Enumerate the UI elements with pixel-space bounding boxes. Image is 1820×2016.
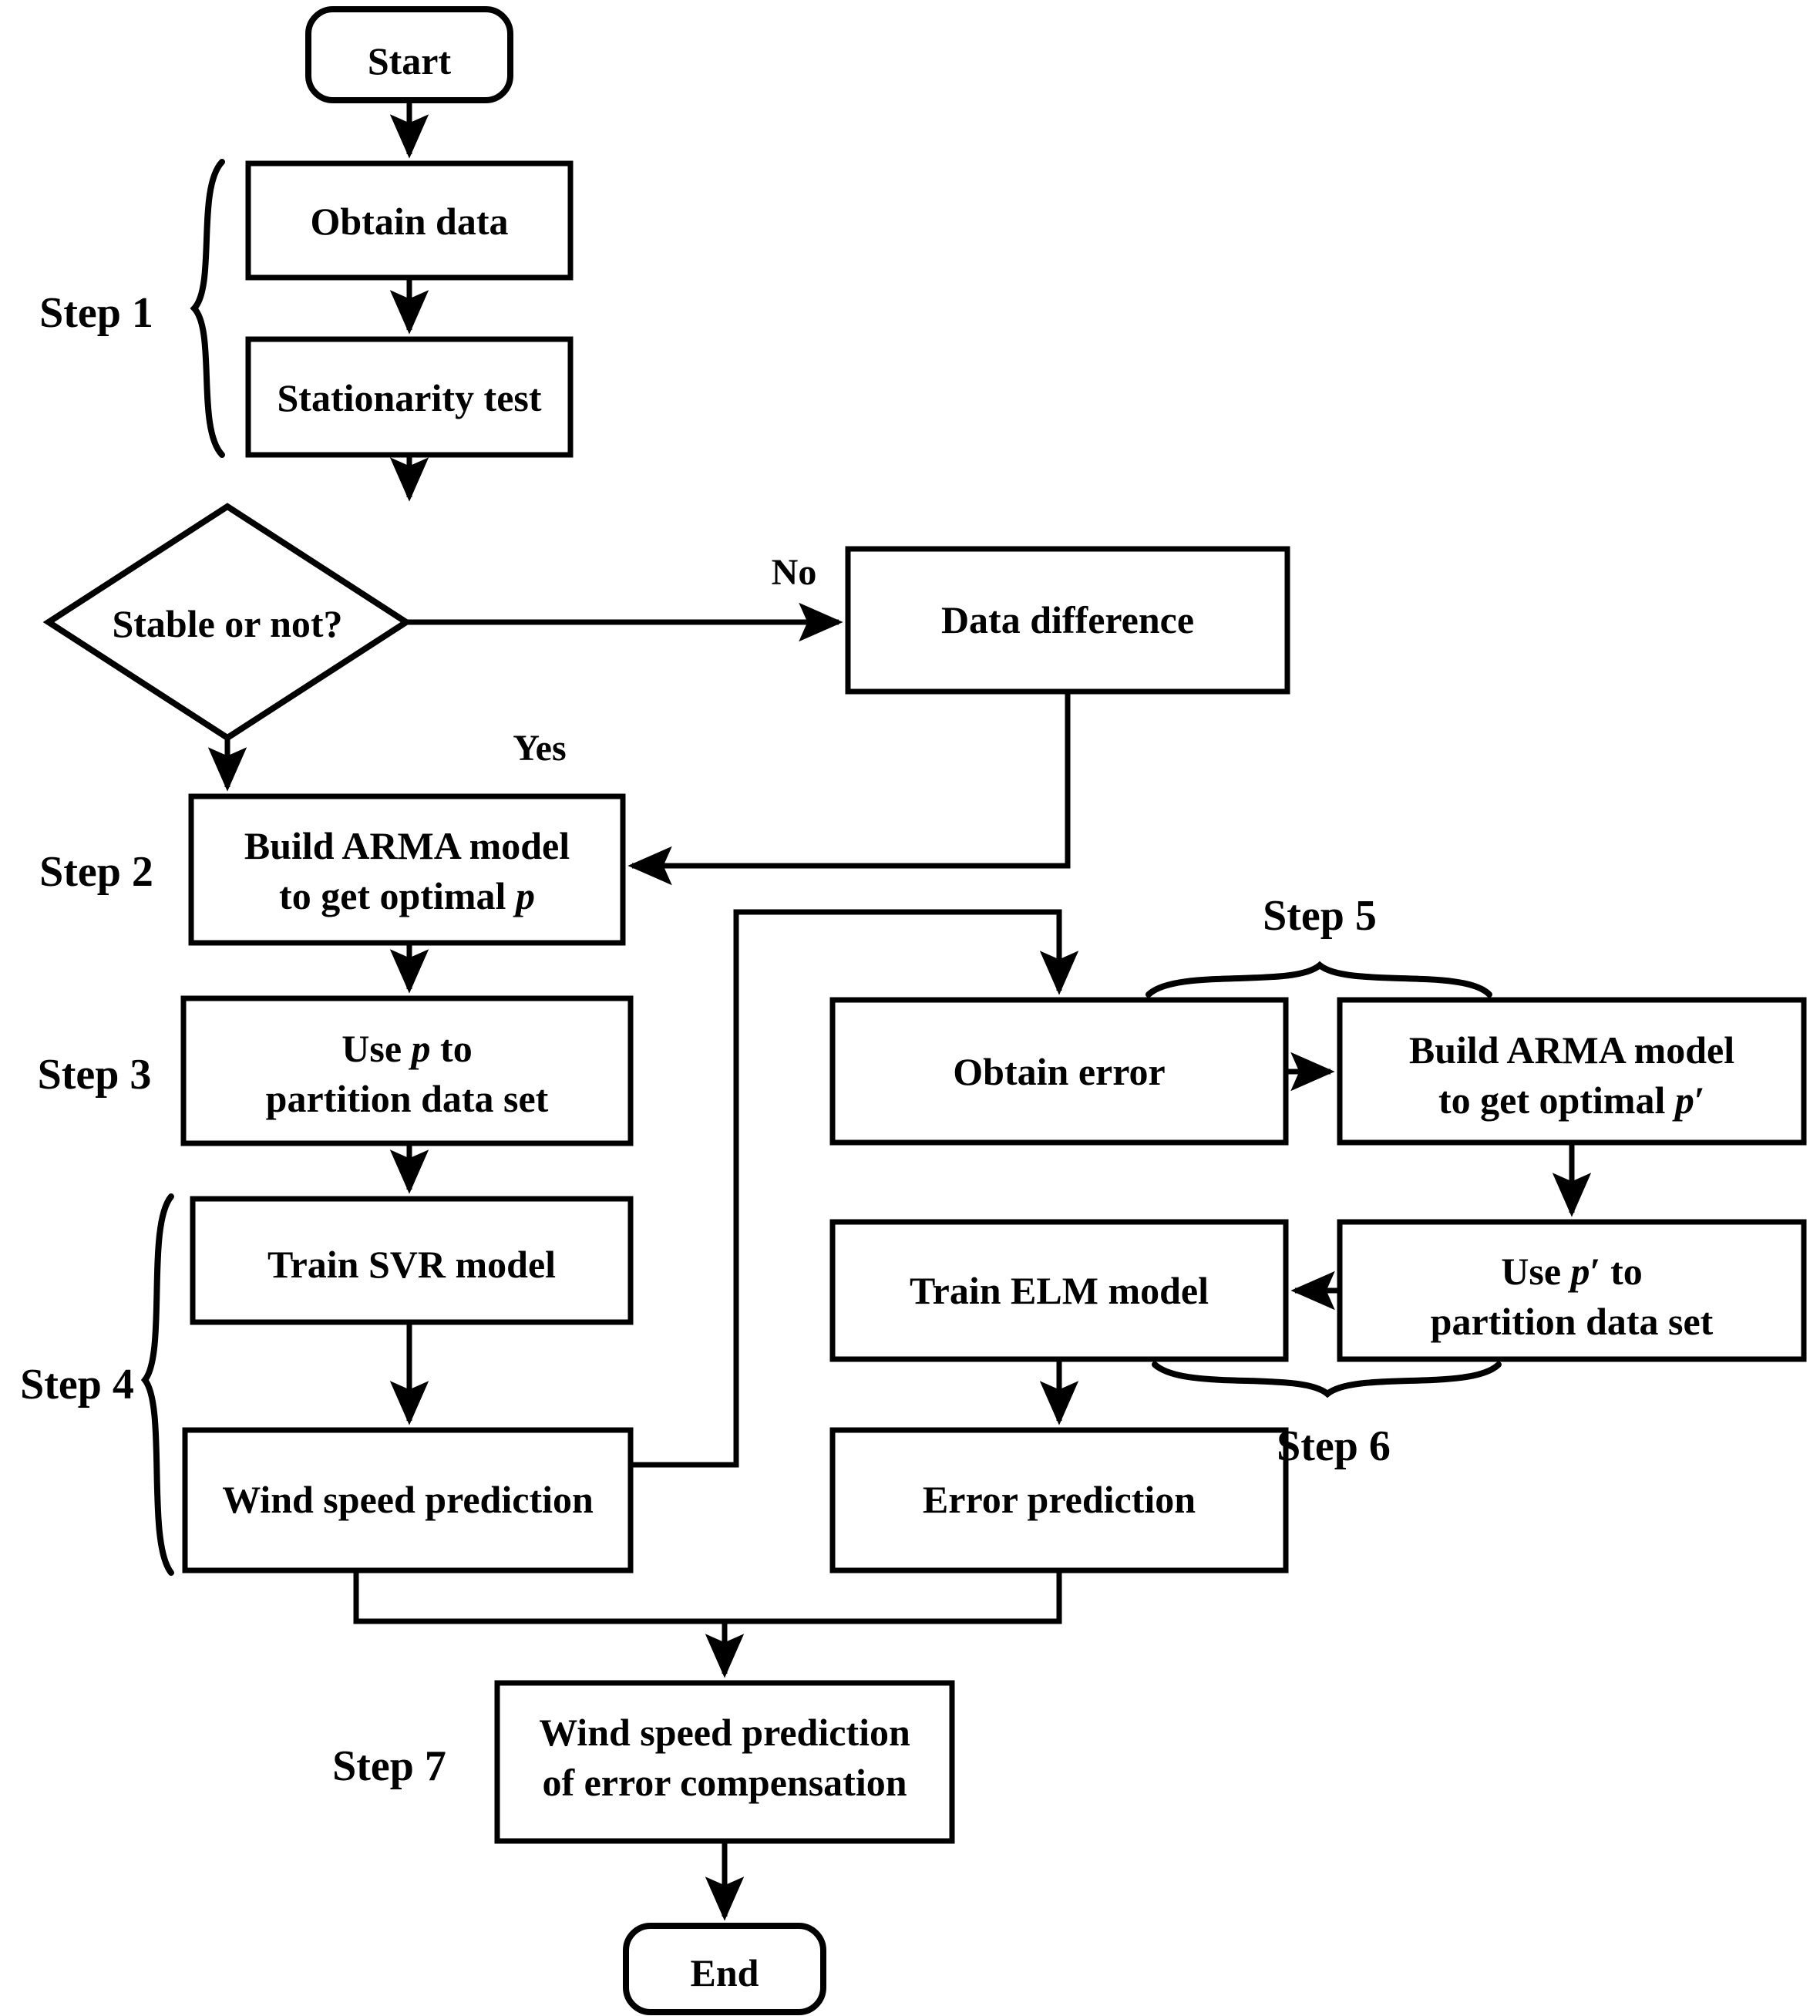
node-start-label: Start [367,39,452,82]
node-use-p-partition-shape [180,995,634,1146]
node-train-elm-shape [829,1219,1289,1362]
node-train-svr-shape [190,1196,634,1325]
node-end-shape [623,1923,826,2015]
edge-data-difference-to-build-arma [627,692,1071,886]
node-error-prediction-label: Error prediction [922,1478,1196,1521]
brace-step4 [140,1193,174,1576]
step-label-1: Step 1 [39,289,153,337]
step-label-3: Step 3 [37,1051,152,1099]
edge-wind-speed-prediction-to-obtain-error [631,909,1079,1468]
node-stationarity-test-label: Stationarity test [277,376,542,419]
node-data-difference-shape [845,546,1290,695]
node-train-elm-label: Train ELM model [910,1269,1209,1312]
node-train-svr-label: Train SVR model [267,1243,557,1286]
node-stable-decision-label: Stable or not? [112,602,343,645]
node-wind-speed-prediction-label: Wind speed prediction [222,1478,594,1521]
step-label-5: Step 5 [1263,892,1377,940]
node-obtain-error-shape [829,997,1289,1146]
node-obtain-data-label: Obtain data [310,200,509,243]
step-label-7: Step 7 [332,1742,446,1790]
step-label-4: Step 4 [20,1361,134,1409]
edge-label-yes: Yes [513,728,567,769]
node-wind-speed-error-comp-shape [494,1680,955,1844]
node-end-label: End [690,1951,759,1994]
edge-label-no: No [771,552,817,593]
brace-step6 [1152,1361,1502,1398]
edge-error-prediction-to-merge [665,1570,1062,1624]
step-label-6: Step 6 [1277,1422,1391,1470]
node-wind-speed-error-comp-label: Wind speed prediction of error compensat… [539,1711,910,1804]
step-label-2: Step 2 [39,848,153,896]
node-data-difference-label: Data difference [940,598,1195,641]
edge-wind-speed-prediction-to-merge [353,1570,665,1624]
brace-step5 [1145,961,1492,998]
node-wind-speed-prediction-shape [182,1427,634,1573]
node-obtain-data-shape [245,160,574,281]
brace-step1 [190,159,225,458]
node-stationarity-test-shape [245,336,574,458]
node-obtain-error-label: Obtain error [953,1050,1166,1093]
